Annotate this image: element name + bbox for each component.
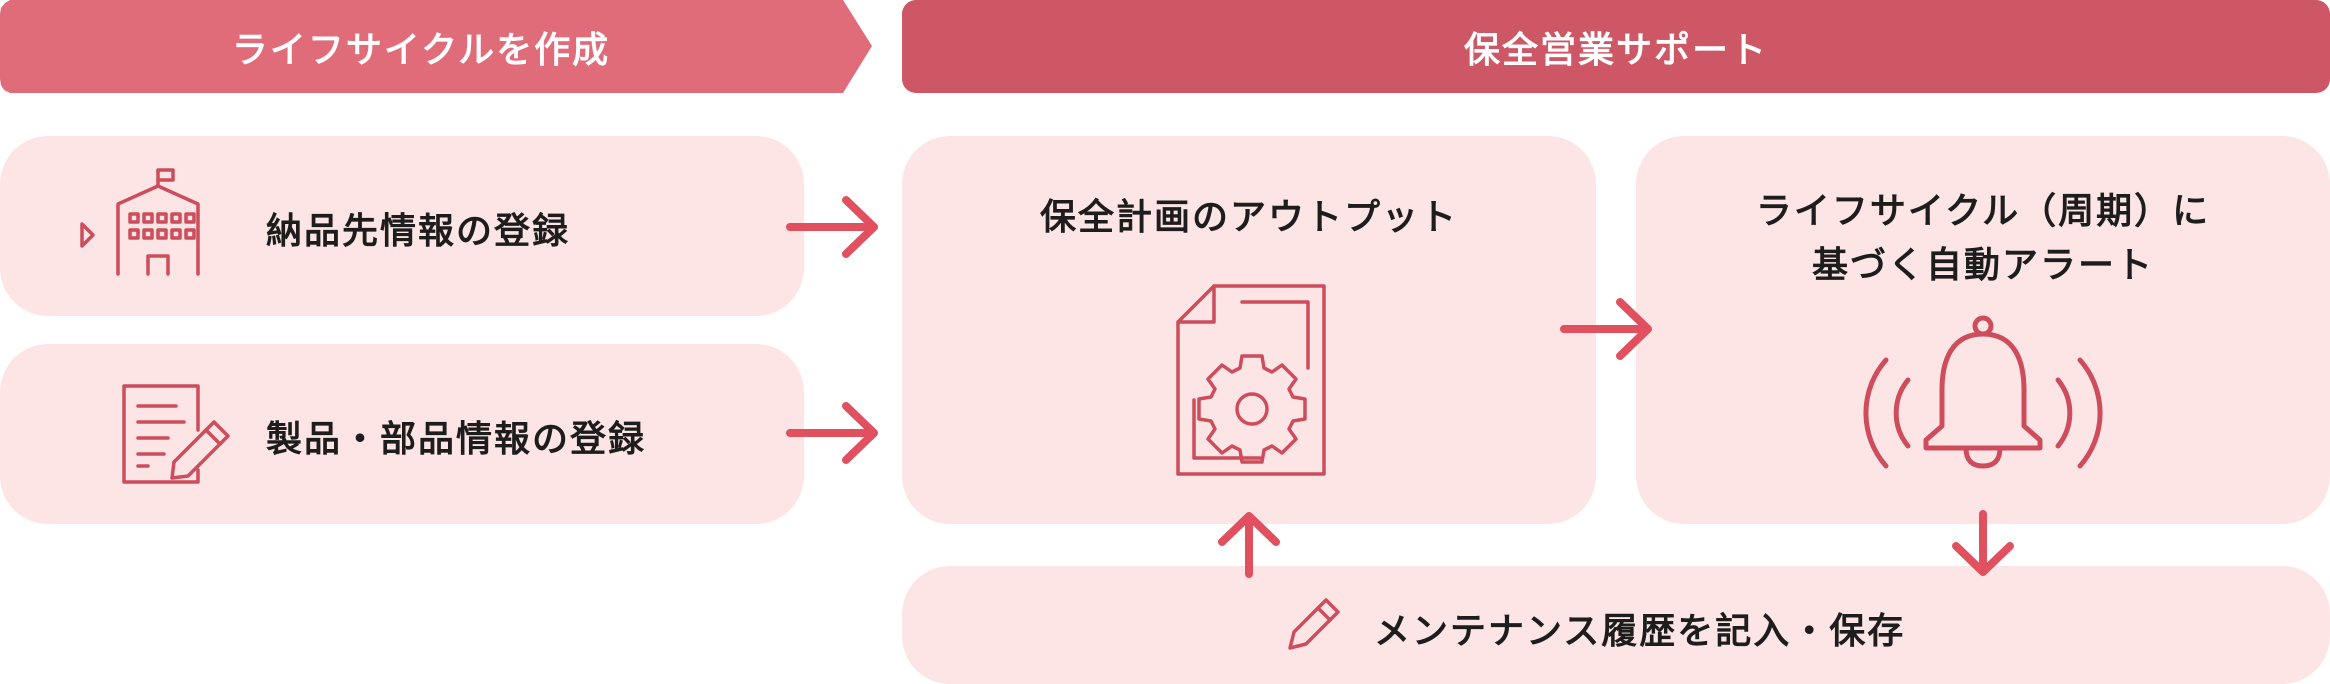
card-plan-title: 保全計画のアウトプット (1039, 197, 1458, 238)
card-delivery-label: 納品先情報の登録 (266, 211, 571, 252)
document-gear-icon (1176, 284, 1326, 476)
bell-ringing-icon (1863, 315, 2103, 469)
card-alert-title-line1: ライフサイクル（周期）に (1755, 191, 2211, 232)
arrow-plan-to-alert (1560, 298, 1652, 360)
arrow-alert-to-history (1952, 510, 2014, 576)
card-product-registration: 製品・部品情報の登録 (0, 344, 804, 524)
building-icon (80, 168, 200, 276)
header-maintenance-sales-support-label: 保全営業サポート (1463, 29, 1768, 71)
card-alert-title-line2: 基づく自動アラート (1811, 245, 2154, 286)
card-delivery-registration: 納品先情報の登録 (0, 136, 804, 316)
header-maintenance-sales-support: 保全営業サポート (902, 0, 2330, 93)
card-maintenance-label: メンテナンス履歴を記入・保存 (1374, 611, 1906, 652)
pencil-icon (1288, 598, 1340, 650)
document-edit-icon (122, 384, 230, 484)
header-create-lifecycle: ライフサイクルを作成 (0, 0, 872, 93)
arrow-product-to-plan (786, 402, 878, 464)
card-maintenance-history: メンテナンス履歴を記入・保存 (902, 566, 2330, 684)
arrow-delivery-to-plan (786, 196, 878, 258)
card-plan-output: 保全計画のアウトプット (902, 136, 1596, 524)
arrow-history-to-plan (1218, 512, 1280, 578)
card-lifecycle-alert: ライフサイクル（周期）に 基づく自動アラート (1636, 136, 2330, 524)
header-create-lifecycle-label: ライフサイクルを作成 (231, 29, 611, 71)
card-product-label: 製品・部品情報の登録 (266, 419, 647, 460)
